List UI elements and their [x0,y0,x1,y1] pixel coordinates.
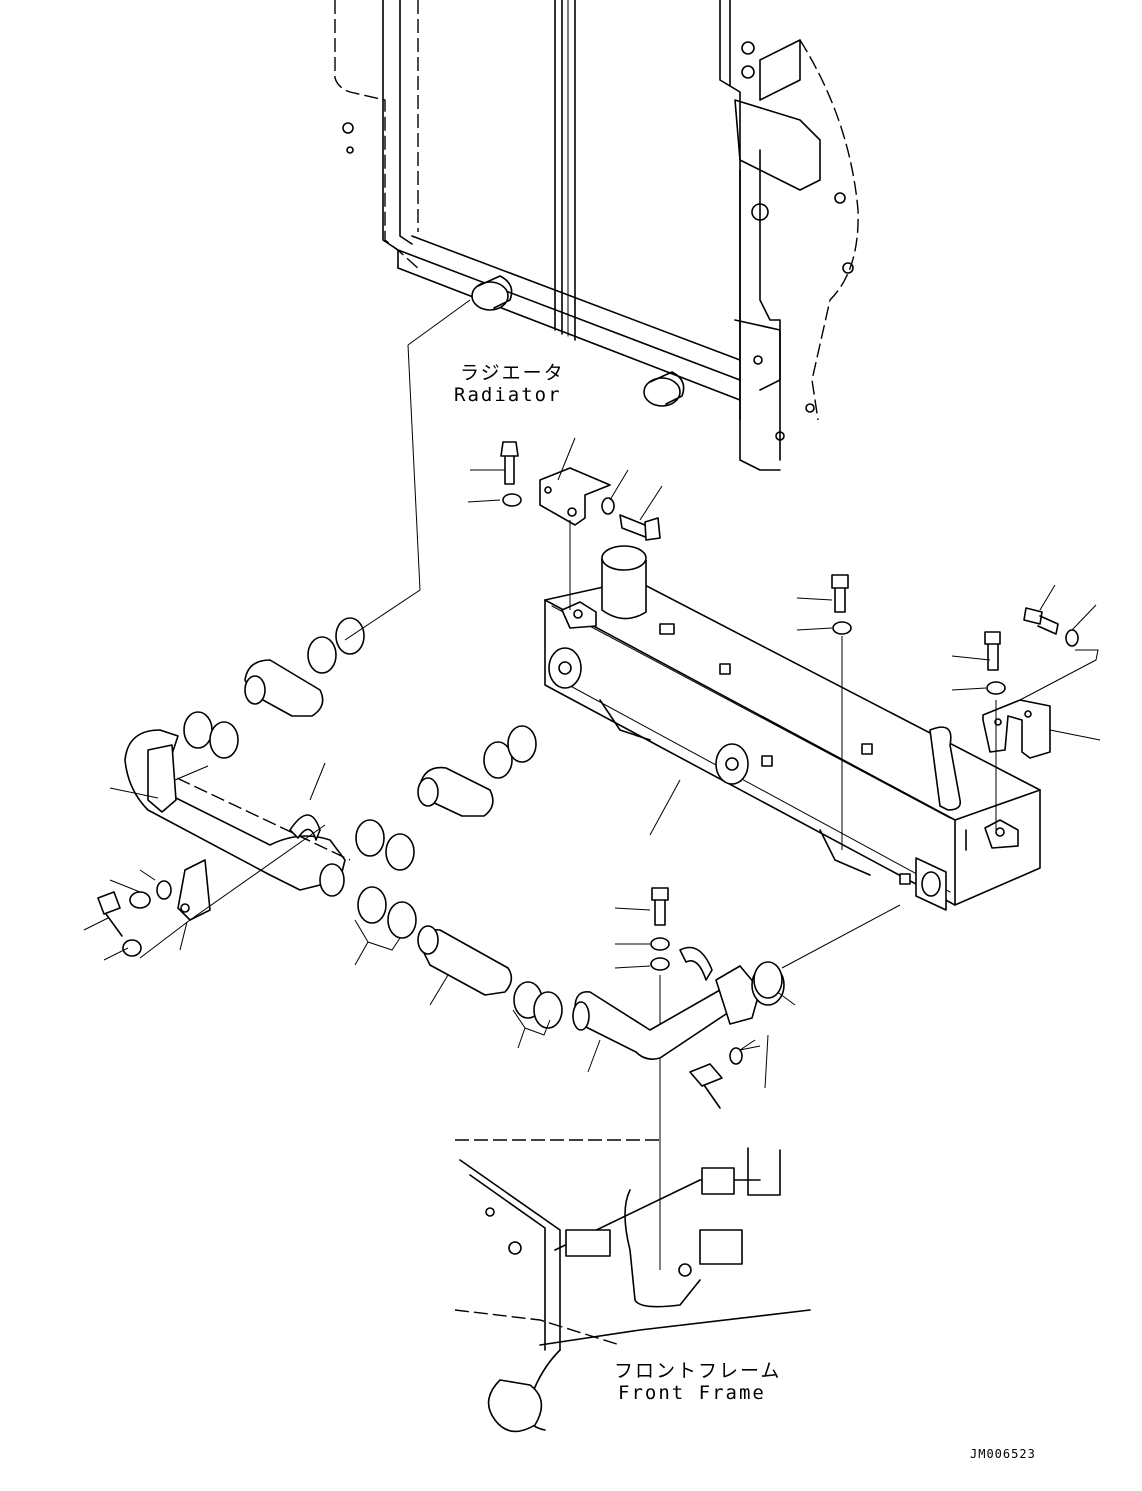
top-bracket [500,441,661,610]
radiator-label-jp: ラジエータ [460,362,565,384]
leader-lines [83,299,1101,1089]
front-frame-label-jp: フロントフレーム [614,1360,782,1382]
mid-bolt-set [831,574,852,850]
drawing-number: JM006523 [970,1447,1036,1461]
front-frame-label-en: Front Frame [618,1382,766,1404]
radiator-assembly [334,0,859,471]
hose-set-upper [183,617,537,871]
hose-set-lower [357,886,563,1029]
reservoir-tank [544,545,1041,911]
gasket [753,961,783,999]
front-frame [454,1139,811,1433]
radiator-label-en: Radiator [454,384,562,406]
outlet-elbow [572,964,785,1109]
bypass-pipe [97,729,351,957]
right-bracket [982,607,1079,830]
